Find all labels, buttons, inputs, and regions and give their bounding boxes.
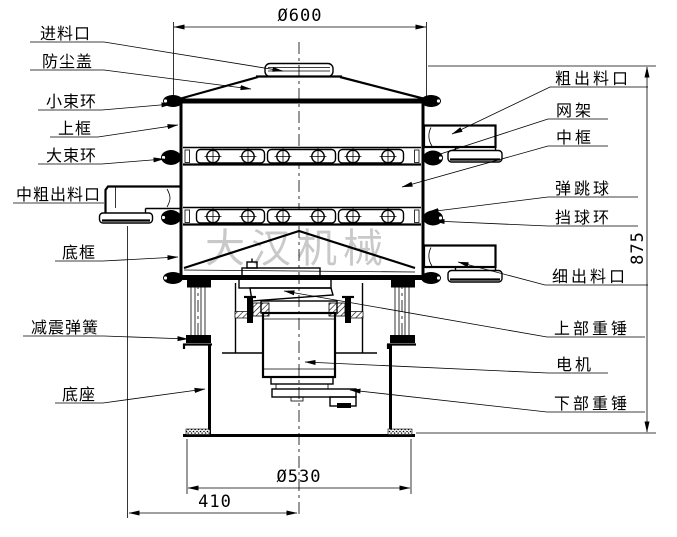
- label-dust-cover: 防尘盖: [30, 52, 252, 91]
- label-bottom-frame: 底框: [55, 243, 179, 262]
- label-middle-frame-text: 中框: [556, 128, 594, 147]
- label-large-clamp-ring-text: 大束环: [46, 146, 97, 165]
- leader-dust-cover: [30, 69, 252, 91]
- label-mesh-frame-text: 网架: [556, 101, 594, 120]
- label-damping-spring: 减震弹簧: [23, 318, 189, 342]
- dimension-base-offset-text: 410: [198, 492, 232, 512]
- label-base-text: 底座: [62, 385, 96, 404]
- leader-small-clamp-ring: [38, 102, 173, 111]
- label-fine-outlet: 细出料口: [457, 261, 648, 286]
- medium-coarse-outlet-duct: [98, 185, 180, 224]
- leader-fine-outlet: [457, 261, 648, 286]
- label-middle-frame: 中框: [401, 128, 608, 188]
- leader-upper-frame: [50, 124, 179, 138]
- label-dust-cover-text: 防尘盖: [42, 52, 93, 71]
- label-ball-stop-ring: 挡球环: [433, 208, 638, 227]
- label-upper-frame: 上框: [50, 119, 179, 138]
- leader-damping-spring: [23, 335, 189, 342]
- label-motor: 电机: [304, 355, 608, 374]
- label-mesh-frame: 网架: [427, 101, 608, 159]
- label-lower-weight: 下部重锤: [349, 388, 645, 413]
- label-coarse-outlet-text: 粗出料口: [555, 69, 631, 88]
- leader-feed-inlet: [30, 41, 284, 72]
- label-base: 底座: [55, 385, 206, 404]
- label-bouncing-ball: 弹跳球: [427, 179, 638, 214]
- dimension-top-diameter-text: Ø600: [278, 6, 323, 26]
- leader-large-clamp-ring: [38, 157, 165, 165]
- base-part: [183, 344, 415, 437]
- dimension-base-diameter: Ø530: [186, 439, 412, 494]
- leader-coarse-outlet: [451, 86, 648, 135]
- leader-motor: [304, 359, 608, 374]
- leader-middle-frame: [401, 145, 608, 188]
- dimension-overall-height: 875: [416, 65, 656, 434]
- label-motor-text: 电机: [556, 355, 594, 374]
- discharge-cone: [183, 229, 416, 273]
- leader-ball-stop-ring: [433, 218, 638, 227]
- label-upper-frame-text: 上框: [58, 119, 92, 138]
- dimension-top-diameter: Ø600: [173, 6, 427, 98]
- watermark-text: 大汉机械: [205, 226, 389, 272]
- label-damping-spring-text: 减震弹簧: [31, 318, 99, 337]
- label-upper-weight: 上部重锤: [283, 290, 645, 338]
- upper-weight-part: [238, 258, 334, 302]
- label-feed-inlet: 进料口: [30, 24, 284, 72]
- dust-cover-part: [178, 75, 426, 101]
- label-feed-inlet-text: 进料口: [40, 24, 91, 43]
- label-large-clamp-ring: 大束环: [38, 146, 165, 165]
- label-bottom-frame-text: 底框: [62, 243, 96, 262]
- dimension-base-diameter-text: Ø530: [277, 467, 322, 487]
- dimension-overall-height-text: 875: [628, 231, 648, 265]
- label-medium-coarse-outlet: 中粗出料口: [13, 185, 104, 204]
- upper-clamp-band: [161, 148, 443, 166]
- leader-bouncing-ball: [427, 196, 638, 214]
- leader-base: [55, 387, 206, 404]
- label-lower-weight-text: 下部重锤: [554, 394, 630, 413]
- label-small-clamp-ring-text: 小束环: [46, 92, 97, 111]
- label-fine-outlet-text: 细出料口: [552, 267, 628, 286]
- lower-clamp-band: [161, 208, 443, 226]
- leader-bottom-frame: [55, 255, 179, 262]
- label-coarse-outlet: 粗出料口: [451, 69, 648, 135]
- label-ball-stop-ring-text: 挡球环: [555, 208, 612, 227]
- label-medium-coarse-outlet-text: 中粗出料口: [16, 185, 101, 204]
- dimension-base-offset: 410: [127, 226, 298, 518]
- label-small-clamp-ring: 小束环: [38, 92, 173, 111]
- leader-lower-weight: [349, 388, 645, 413]
- label-bouncing-ball-text: 弹跳球: [555, 179, 612, 198]
- leader-upper-weight: [283, 290, 645, 338]
- label-upper-weight-text: 上部重锤: [554, 319, 630, 338]
- leader-mesh-frame: [427, 118, 608, 159]
